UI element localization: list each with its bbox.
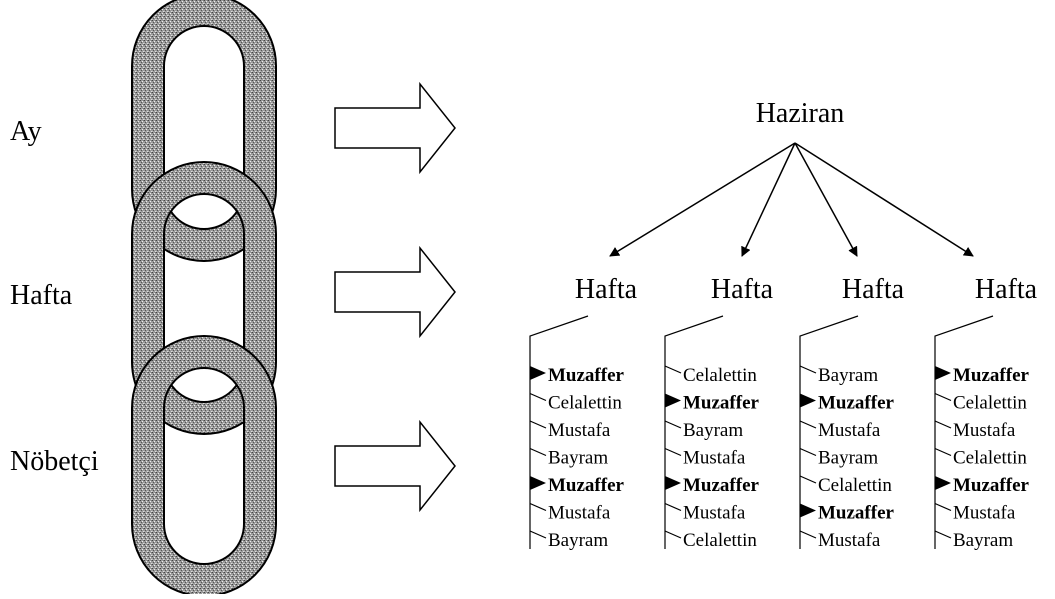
pointer-arrow — [665, 394, 681, 408]
pointer-arrow — [800, 531, 816, 538]
duty-name: Mustafa — [683, 503, 746, 524]
pointer-arrow — [665, 449, 681, 456]
pointer-arrow — [800, 394, 816, 408]
root-month-label: Haziran — [756, 98, 845, 129]
tree-arrow-week-3 — [795, 143, 857, 256]
duty-name: Bayram — [548, 530, 608, 551]
level-label-week: Hafta — [10, 280, 73, 311]
duty-name: Bayram — [818, 448, 878, 469]
duty-name: Muzaffer — [818, 393, 895, 414]
pointer-arrow — [530, 366, 546, 380]
pointer-arrow — [800, 449, 816, 456]
week-label: Hafta — [575, 274, 638, 305]
duty-name: Mustafa — [683, 448, 746, 469]
duty-name: Bayram — [953, 530, 1013, 551]
pointer-arrow — [530, 421, 546, 428]
duty-name: Muzaffer — [548, 365, 625, 386]
pointer-arrow — [665, 504, 681, 511]
pointer-arrow — [665, 531, 681, 538]
duty-name: Muzaffer — [548, 475, 625, 496]
pointer-arrow — [530, 394, 546, 401]
tree-arrows — [610, 143, 973, 256]
pointer-arrow — [800, 504, 816, 518]
duty-name: Mustafa — [818, 530, 881, 551]
level-label-month: Ay — [10, 116, 42, 147]
duty-name: Mustafa — [953, 503, 1016, 524]
week-label: Hafta — [711, 274, 774, 305]
block-arrow-month — [335, 84, 455, 172]
week-column: HaftaBayramMuzafferMustafaBayramCelalett… — [800, 274, 905, 551]
pointer-arrow — [935, 449, 951, 456]
duty-name: Celalettin — [953, 393, 1027, 414]
pointer-arrow — [530, 449, 546, 456]
week-column: HaftaMuzafferCelalettinMustafaCelalettin… — [935, 274, 1038, 551]
duty-name: Mustafa — [818, 420, 881, 441]
pointer-arrow — [665, 421, 681, 428]
pointer-arrow — [935, 476, 951, 490]
pointer-arrow — [800, 476, 816, 483]
duty-name: Muzaffer — [953, 365, 1030, 386]
duty-name: Bayram — [548, 448, 608, 469]
level-label-duty: Nöbetçi — [10, 446, 99, 477]
week-columns: HaftaMuzafferCelalettinMustafaBayramMuza… — [530, 274, 1038, 551]
duty-name: Celalettin — [953, 448, 1027, 469]
pointer-arrow — [665, 476, 681, 490]
pointer-arrow — [530, 476, 546, 490]
duty-name: Celalettin — [683, 530, 757, 551]
pointer-arrow — [935, 421, 951, 428]
duty-name: Muzaffer — [953, 475, 1030, 496]
pointer-arrow — [800, 366, 816, 373]
pointer-arrow — [530, 531, 546, 538]
pointer-arrow — [530, 504, 546, 511]
duty-name: Celalettin — [548, 393, 622, 414]
pointer-arrow — [800, 421, 816, 428]
duty-name: Mustafa — [548, 503, 611, 524]
duty-name: Celalettin — [683, 365, 757, 386]
pointer-arrow — [935, 504, 951, 511]
duty-name: Muzaffer — [683, 475, 760, 496]
block-arrow-week — [335, 248, 455, 336]
duty-name: Mustafa — [548, 420, 611, 441]
pointer-arrow — [665, 366, 681, 373]
duty-name: Bayram — [683, 420, 743, 441]
tree-arrow-week-4 — [795, 143, 973, 256]
week-column: HaftaCelalettinMuzafferBayramMustafaMuza… — [665, 274, 774, 551]
week-label: Hafta — [842, 274, 905, 305]
pointer-arrow — [935, 366, 951, 380]
duty-name: Muzaffer — [818, 503, 895, 524]
week-column: HaftaMuzafferCelalettinMustafaBayramMuza… — [530, 274, 638, 551]
duty-name: Celalettin — [818, 475, 892, 496]
duty-name: Muzaffer — [683, 393, 760, 414]
week-label: Hafta — [975, 274, 1038, 305]
pointer-arrow — [935, 394, 951, 401]
chain-icon — [148, 10, 260, 580]
duty-name: Mustafa — [953, 420, 1016, 441]
duty-name: Bayram — [818, 365, 878, 386]
tree-arrow-week-1 — [610, 143, 795, 256]
pointer-arrow — [935, 531, 951, 538]
block-arrow-duty — [335, 422, 455, 510]
